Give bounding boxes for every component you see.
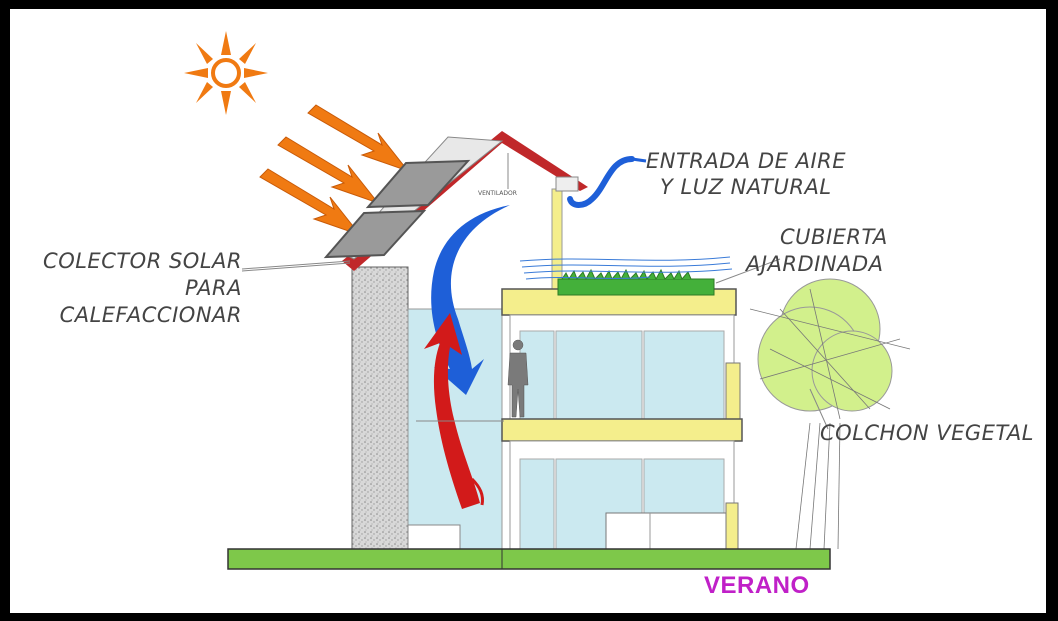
stone-wall: [351, 266, 409, 550]
ventilator-label: VENTILADOR: [478, 190, 517, 197]
collector-label-line3: CALEFACCIONAR: [59, 303, 242, 327]
season-title: VERANO: [704, 572, 810, 599]
collector-label-line2: PARA: [185, 276, 242, 300]
ground: [227, 548, 831, 570]
label-leader-lines: [241, 258, 829, 430]
air-entrance-label-line1: ENTRADA DE AIRE: [646, 149, 847, 173]
diagram-frame: VENTILADOR: [7, 6, 1049, 616]
green-roof-label-line1: CUBIERTA: [780, 225, 888, 249]
roof: [342, 131, 588, 271]
solar-collector-panels: [323, 159, 471, 259]
house-right-block: [501, 288, 743, 550]
vegetation-label: COLCHON VEGETAL: [820, 421, 1034, 445]
sun-ray-arrows: [259, 104, 410, 237]
green-roof: [557, 268, 715, 296]
person-figure: [507, 339, 529, 418]
sun-icon: [184, 31, 268, 115]
green-roof-label-line2: AJARDINADA: [746, 252, 884, 276]
air-entrance-label-line2: Y LUZ NATURAL: [660, 175, 832, 199]
collector-label-line1: COLECTOR SOLAR: [43, 249, 242, 273]
low-cabinet-left: [407, 524, 461, 550]
house-diagram: VENTILADOR: [184, 31, 911, 570]
tree: [749, 278, 911, 550]
warm-air-arrow: [424, 313, 484, 509]
air-flow-lines: [519, 256, 733, 280]
air-intake-swirl: [567, 156, 635, 208]
